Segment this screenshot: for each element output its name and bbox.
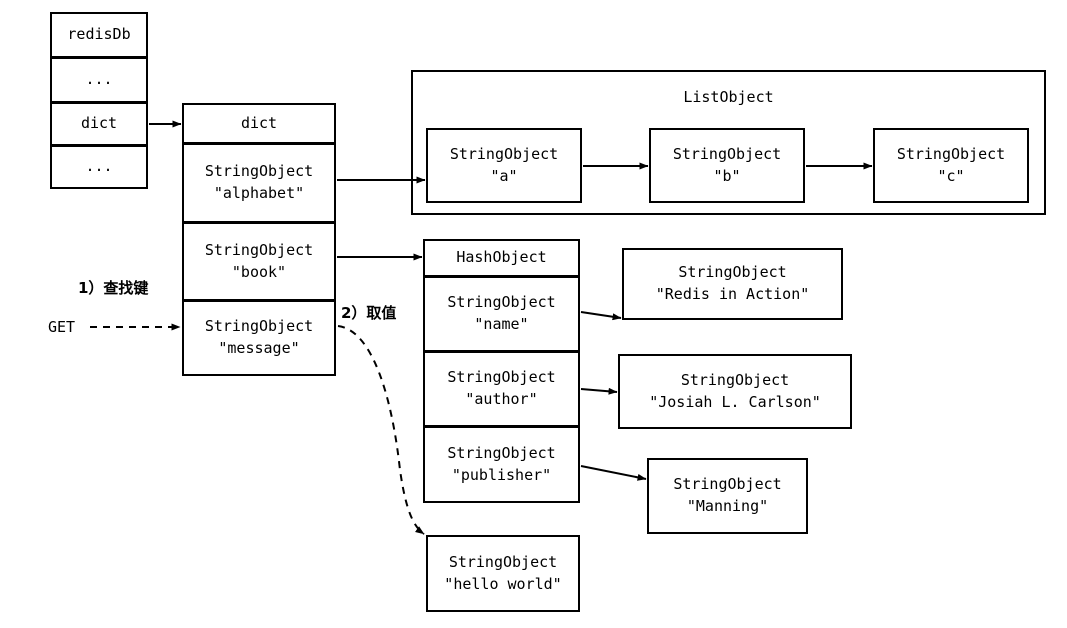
arrow-hash-publisher-to-value <box>580 465 647 481</box>
list-object-title: ListObject <box>683 88 774 106</box>
hash-object-header: HashObject <box>423 239 580 277</box>
step1-label: 1）查找键 <box>78 279 149 297</box>
list-node-a[interactable]: StringObject "a" <box>426 128 582 203</box>
list-node-c[interactable]: StringObject "c" <box>873 128 1029 203</box>
step2-label: 2）取值 <box>341 304 397 322</box>
hash-value-publisher[interactable]: StringObject "Manning" <box>647 458 808 534</box>
hash-value-author[interactable]: StringObject "Josiah L. Carlson" <box>618 354 852 429</box>
redisdb-row-ellipsis-bottom: ... <box>50 145 148 189</box>
hash-field-name[interactable]: StringObject "name" <box>423 276 580 352</box>
redisdb-row-name: redisDb <box>50 12 148 58</box>
arrow-hash-author-to-value <box>580 387 618 395</box>
hash-field-author[interactable]: StringObject "author" <box>423 351 580 427</box>
hash-value-name[interactable]: StringObject "Redis in Action" <box>622 248 843 320</box>
hash-field-publisher[interactable]: StringObject "publisher" <box>423 426 580 503</box>
message-value-box[interactable]: StringObject "hello world" <box>426 535 580 612</box>
arrow-message-to-value <box>337 325 425 535</box>
redisdb-row-ellipsis-top: ... <box>50 57 148 103</box>
dict-entry-message[interactable]: StringObject "message" <box>182 300 336 376</box>
arrow-hash-name-to-value <box>580 311 622 321</box>
dict-entry-book[interactable]: StringObject "book" <box>182 222 336 301</box>
dict-entry-alphabet[interactable]: StringObject "alphabet" <box>182 143 336 223</box>
dict-header: dict <box>182 103 336 144</box>
redisdb-row-dict[interactable]: dict <box>50 102 148 146</box>
get-command-label: GET <box>48 318 76 336</box>
list-node-b[interactable]: StringObject "b" <box>649 128 805 203</box>
